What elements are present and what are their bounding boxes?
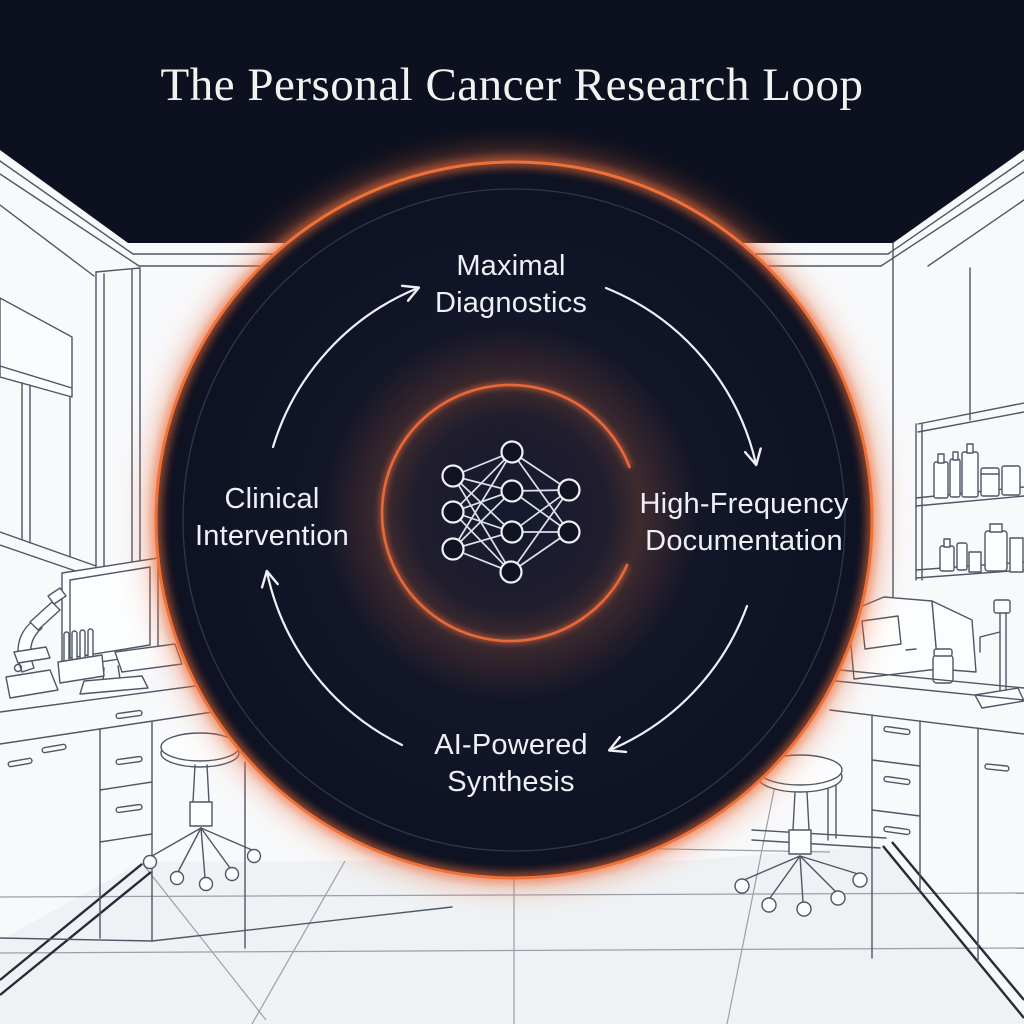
- stage-ai-powered-synthesis: AI-Powered Synthesis: [351, 727, 671, 801]
- flow-arrow-bottom-to-left: [260, 569, 404, 747]
- stage-high-frequency-documentation: High-Frequency Documentation: [584, 486, 904, 560]
- cabinet-kick-edges: [0, 841, 1024, 1019]
- research-loop-diagram: [142, 148, 886, 892]
- neural-network-icon: [441, 440, 581, 584]
- wall-shelves-with-bottles: [915, 402, 1024, 581]
- stage-label-line: Maximal: [456, 250, 566, 282]
- page-title: The Personal Cancer Research Loop: [160, 59, 864, 111]
- flow-arrow-top-to-right: [604, 286, 762, 467]
- microscope: [5, 587, 67, 699]
- stage-maximal-diagnostics: Maximal Diagnostics: [351, 248, 671, 322]
- flow-arrow-left-to-top: [271, 284, 421, 449]
- stage-label-line: Documentation: [645, 525, 843, 557]
- ceiling: [0, 0, 1024, 243]
- test-tube-rack: [57, 628, 105, 684]
- stage-clinical-intervention: Clinical Intervention: [112, 481, 432, 555]
- reagent-jar: [932, 648, 954, 684]
- outer-ring: [154, 160, 874, 880]
- wall-pillar: [95, 267, 141, 587]
- tiled-floor: [0, 845, 1024, 1024]
- stage-label-line: Intervention: [195, 520, 349, 552]
- stage-label-line: Synthesis: [447, 766, 575, 798]
- shelf-bottles-row-2: [939, 523, 1024, 573]
- computer-monitor: [61, 557, 183, 695]
- center-glow: [296, 298, 726, 728]
- stage-label-line: AI-Powered: [434, 729, 588, 761]
- stage-label-line: Diagnostics: [434, 287, 588, 319]
- shelf-bottles-row-1: [933, 443, 1021, 499]
- inner-arc: [380, 383, 631, 643]
- right-counter-cabinets: [751, 669, 1024, 963]
- flow-arrow-right-to-bottom: [607, 604, 749, 754]
- inner-faint-ring: [182, 188, 846, 852]
- right-wall: [892, 242, 971, 619]
- stage-label-line: Clinical: [224, 483, 320, 515]
- stage-label-line: High-Frequency: [639, 488, 849, 520]
